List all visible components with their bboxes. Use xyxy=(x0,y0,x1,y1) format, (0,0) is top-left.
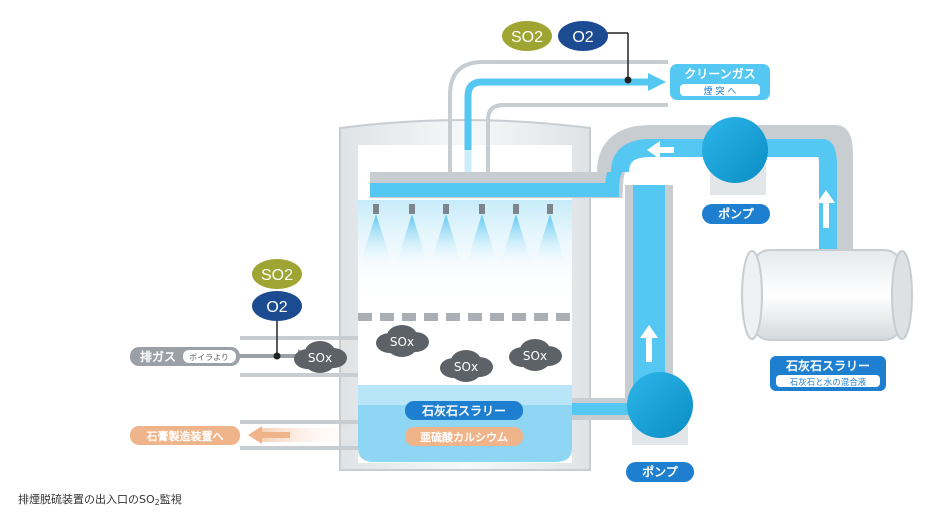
o2-badge-left xyxy=(252,291,302,321)
tank-slurry-label: 石灰石スラリー xyxy=(421,403,506,418)
clean-gas-sub: 煙 突 へ xyxy=(704,85,737,97)
spray-nozzle xyxy=(443,204,449,214)
spray-nozzle xyxy=(373,204,379,214)
so2-badge-left xyxy=(252,259,302,289)
figure-caption: 排煙脱硫装置の出入口のSO2監視 xyxy=(18,491,182,507)
spray-cone xyxy=(429,214,463,268)
clean-gas-label: クリーンガス 煙 突 へ xyxy=(670,64,770,100)
so2-badge-top xyxy=(502,21,552,51)
o2-label-left: O2 xyxy=(266,299,287,316)
reaction-tank xyxy=(358,385,572,462)
so2-label-left: SO2 xyxy=(261,267,293,284)
o2-label-top: O2 xyxy=(572,29,593,46)
packing-layer xyxy=(358,313,570,321)
o2-badge-top xyxy=(558,21,608,51)
caption-main: 排煙脱硫装置の出入口のSO xyxy=(18,493,155,506)
tank-to-pump-pipe xyxy=(572,398,640,420)
spray-nozzle xyxy=(513,204,519,214)
sox-cloud: SOx xyxy=(376,325,429,357)
pump-label-upper: ポンプ xyxy=(702,204,770,224)
slurry-drum xyxy=(741,249,913,341)
sox-label: SOx xyxy=(454,360,478,374)
sox-label: SOx xyxy=(390,335,414,349)
caption-suffix: 監視 xyxy=(159,493,182,506)
sox-cloud: SOx xyxy=(294,341,347,373)
slurry-drum-title: 石灰石スラリー xyxy=(785,358,870,373)
sox-cloud: SOx xyxy=(509,339,562,371)
inlet-duct xyxy=(240,336,358,377)
slurry-drum-sub: 石灰石と水の混合液 xyxy=(790,377,867,388)
pump-label-lower: ポンプ xyxy=(626,462,694,482)
up-arrow-icon xyxy=(640,325,658,362)
spray-cone xyxy=(395,214,429,268)
sox-label: SOx xyxy=(308,351,332,365)
spray-cone xyxy=(533,214,567,268)
monitor-top: SO2 O2 xyxy=(502,21,632,84)
gypsum-label: 石膏製造装置へ xyxy=(130,426,240,445)
pump-lower-text: ポンプ xyxy=(642,464,679,479)
spray-cone xyxy=(465,214,499,268)
spray-nozzle xyxy=(409,204,415,214)
gypsum-arrow xyxy=(248,426,290,444)
gypsum-line xyxy=(240,420,358,450)
so2-label-top: SO2 xyxy=(511,29,543,46)
spray-nozzles xyxy=(359,204,567,268)
return-pipe xyxy=(597,125,853,250)
monitor-left: SO2 O2 xyxy=(252,259,302,360)
left-arrow-icon xyxy=(647,141,674,159)
exhaust-gas-label: 排ガス ボイラより xyxy=(130,347,240,366)
tank-labels: 石灰石スラリー 亜硫酸カルシウム xyxy=(405,401,523,446)
pump-upper xyxy=(702,117,768,195)
spray-nozzle xyxy=(479,204,485,214)
pump-lower xyxy=(627,372,693,445)
sox-cloud: SOx xyxy=(440,350,493,382)
caption-subscript: 2 xyxy=(154,498,160,507)
riser-pipe xyxy=(625,185,673,400)
gypsum-text: 石膏製造装置へ xyxy=(146,429,224,443)
spray-cone xyxy=(499,214,533,268)
exhaust-gas-sub: ボイラより xyxy=(189,353,229,362)
pump-upper-text: ポンプ xyxy=(718,206,755,221)
outlet-duct xyxy=(448,60,668,175)
spray-nozzle xyxy=(547,204,553,214)
tank-sulfite-label: 亜硫酸カルシウム xyxy=(420,430,508,444)
clean-gas-title: クリーンガス xyxy=(684,66,755,81)
slurry-drum-label: 石灰石スラリー 石灰石と水の混合液 xyxy=(770,356,886,391)
up-arrow-icon-right xyxy=(817,190,835,228)
clean-gas-arrow xyxy=(648,73,666,91)
exhaust-gas-title: 排ガス xyxy=(140,349,176,364)
spray-cone xyxy=(359,214,393,268)
sox-label: SOx xyxy=(523,349,547,363)
